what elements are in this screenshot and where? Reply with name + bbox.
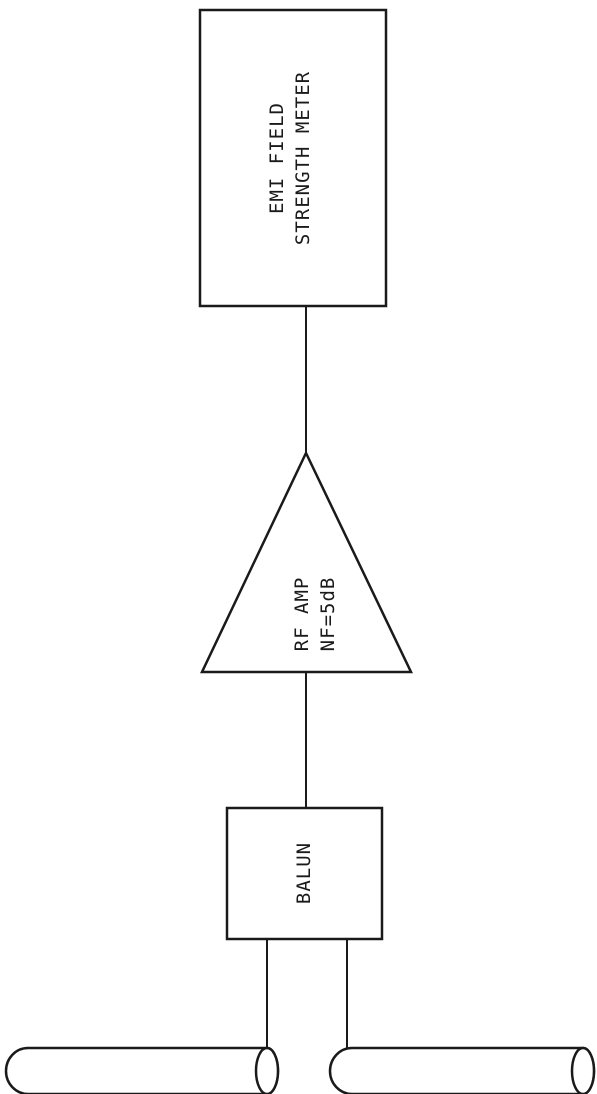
right-dipole-end-cap — [570, 1046, 596, 1094]
left-dipole-element — [4, 1046, 280, 1094]
left-dipole-body — [4, 1046, 280, 1094]
balun-label-text: BALUN — [293, 842, 315, 904]
amplifier-label-line1: RF AMP — [291, 577, 313, 652]
right-dipole-body — [328, 1046, 596, 1094]
meter-label: EMI FIELD STRENGTH METER — [266, 71, 314, 245]
left-dipole-end-cap — [254, 1046, 280, 1094]
amplifier-label-line2: NF=5dB — [317, 577, 339, 652]
meter-label-line1: EMI FIELD — [266, 102, 288, 214]
right-dipole-element — [328, 1046, 596, 1094]
balun-block — [225, 806, 384, 941]
amplifier-label: RF AMP NF=5dB — [291, 577, 339, 652]
emi-field-strength-meter-block — [198, 8, 388, 308]
balun-label: BALUN — [293, 842, 315, 904]
meter-label-line2: STRENGTH METER — [292, 71, 314, 245]
